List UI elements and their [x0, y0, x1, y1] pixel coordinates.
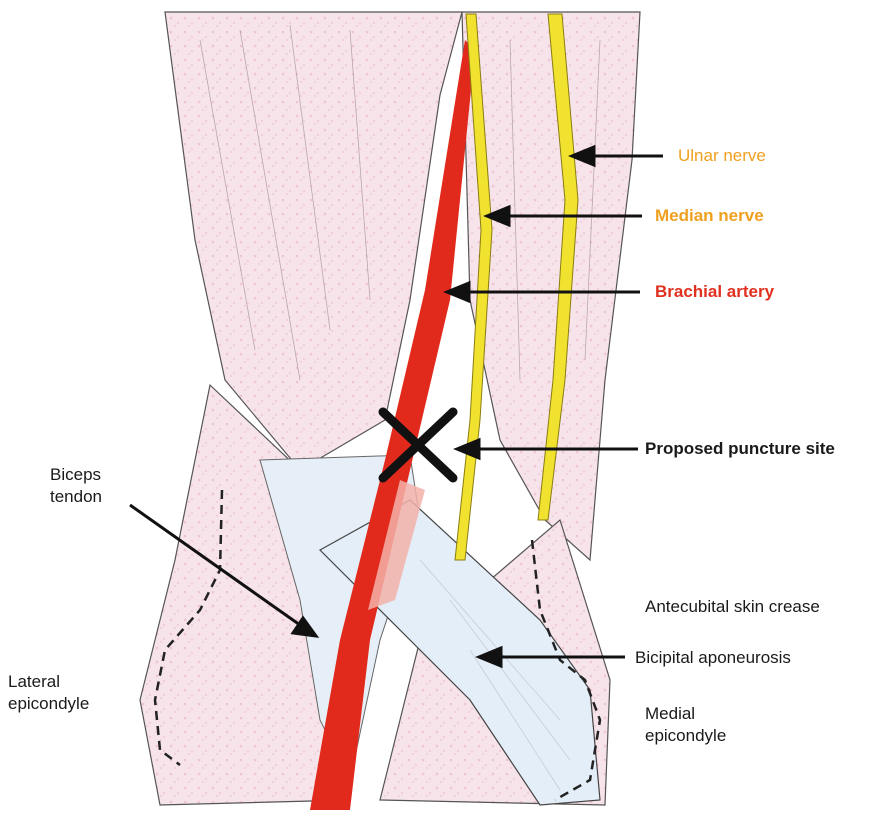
lateral-epicondyle-label-2: epicondyle	[8, 694, 89, 714]
aponeurosis-label: Bicipital aponeurosis	[635, 648, 791, 668]
biceps-tendon-label-2: tendon	[50, 487, 102, 507]
lateral-epicondyle-label-1: Lateral	[8, 672, 60, 692]
biceps-tendon-label-1: Biceps	[50, 465, 101, 485]
median-nerve-label: Median nerve	[655, 206, 764, 226]
ulnar-nerve-label: Ulnar nerve	[678, 146, 766, 166]
puncture-site-label: Proposed puncture site	[645, 439, 835, 459]
brachial-artery-label: Brachial artery	[655, 282, 774, 302]
skin-crease-label: Antecubital skin crease	[645, 597, 820, 617]
medial-epicondyle-label-1: Medial	[645, 704, 695, 724]
medial-epicondyle-label-2: epicondyle	[645, 726, 726, 746]
